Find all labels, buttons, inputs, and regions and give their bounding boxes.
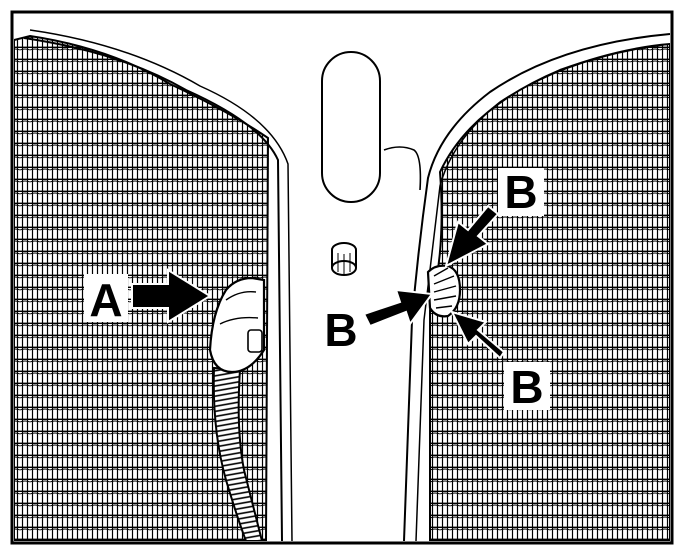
arrow-b-left — [362, 288, 434, 328]
hose-connector — [208, 276, 266, 541]
center-body-right-edge-inner — [415, 43, 670, 541]
center-body — [23, 37, 283, 541]
arrow-b-top — [444, 204, 500, 268]
center-body-inner-left — [29, 29, 293, 541]
wire-clip — [426, 264, 462, 318]
arrow-a — [131, 268, 212, 324]
arrow-b-bottom — [450, 310, 506, 360]
label-a: A — [89, 274, 122, 326]
label-b-top-group: B — [498, 166, 544, 218]
center-body-right-edge — [403, 33, 670, 541]
center-knob — [331, 242, 357, 276]
oblong-slot — [321, 51, 381, 203]
seam-line — [383, 146, 422, 191]
label-b-bottom-group: B — [504, 361, 550, 413]
label-a-group: A — [84, 274, 128, 326]
label-b-bottom: B — [510, 361, 543, 413]
label-b-left-group: B — [318, 304, 364, 356]
label-b-top: B — [504, 166, 537, 218]
label-b-left: B — [324, 304, 357, 356]
